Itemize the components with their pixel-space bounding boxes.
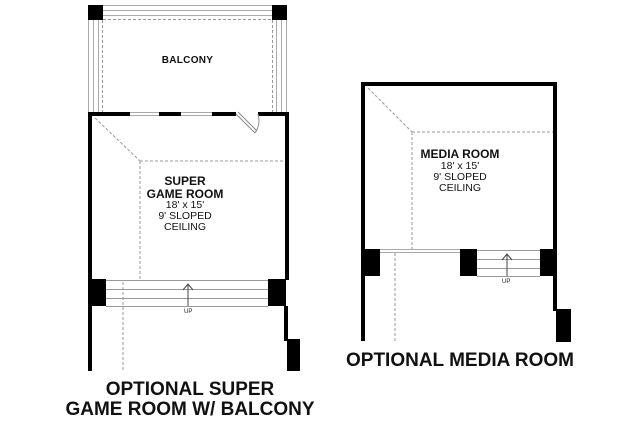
game-room-sloped-ceiling-lines xyxy=(94,117,285,280)
balcony-railing-left xyxy=(88,20,99,112)
lower-right-block xyxy=(287,339,300,371)
game-room-label: SUPER GAME ROOM 18' x 15' 9' SLOPED CEIL… xyxy=(130,175,240,233)
balcony-door xyxy=(235,111,260,134)
media-post-mid xyxy=(460,249,477,276)
game-room-dimensions: 18' x 15' xyxy=(165,199,205,212)
media-room-ceiling-line-2: CEILING xyxy=(438,181,481,194)
media-post-right xyxy=(540,249,557,276)
game-room-ceiling-line-1: 9' SLOPED xyxy=(158,210,212,223)
media-room-stair-up-label: UP xyxy=(502,279,511,285)
media-room-plan xyxy=(361,82,571,342)
stair-post-left xyxy=(88,279,106,306)
game-room-ceiling-line-2: CEILING xyxy=(163,221,206,234)
game-room-title-line-1: OPTIONAL SUPER xyxy=(105,379,275,400)
media-lower-right-block xyxy=(556,309,571,342)
media-room-plan-title: OPTIONAL MEDIA ROOM xyxy=(330,351,590,371)
media-room-walls xyxy=(361,82,557,250)
game-room-title-line-2: GAME ROOM W/ BALCONY xyxy=(65,399,315,420)
media-room-sloped-ceiling-lines xyxy=(367,87,553,250)
lower-left-wall xyxy=(88,306,92,371)
media-post-left xyxy=(361,249,380,276)
balcony-railing-top xyxy=(103,5,272,16)
media-stair-up-arrow-icon xyxy=(501,253,513,276)
media-lower-left-wall xyxy=(361,276,365,341)
stair-up-arrow-icon xyxy=(182,283,194,306)
media-room-dimensions: 18' x 15' xyxy=(440,159,480,172)
balcony-railing-right xyxy=(276,20,287,112)
media-room-label: MEDIA ROOM 18' x 15' 9' SLOPED CEILING xyxy=(400,148,520,194)
super-game-room-plan xyxy=(88,5,300,372)
media-room-name: MEDIA ROOM xyxy=(420,147,500,161)
balcony-post-left xyxy=(88,5,103,20)
stair-post-right xyxy=(268,279,286,306)
balcony-post-right xyxy=(272,5,287,20)
game-room-stair-up-label: UP xyxy=(184,309,193,315)
game-room-plan-title: OPTIONAL SUPER GAME ROOM W/ BALCONY xyxy=(40,380,340,420)
media-opening-header xyxy=(380,249,460,253)
balcony-label: BALCONY xyxy=(161,55,214,66)
game-room-walls xyxy=(88,112,289,280)
lower-right-wall xyxy=(284,306,288,341)
balcony-dashed-outline xyxy=(102,19,273,112)
game-room-name-line-1: SUPER xyxy=(164,174,206,188)
media-lower-right-wall xyxy=(553,276,557,311)
media-stair-treads xyxy=(477,250,540,277)
media-room-title-line-1: OPTIONAL MEDIA ROOM xyxy=(346,350,574,371)
game-room-windows xyxy=(130,112,212,116)
game-room-stair-treads xyxy=(106,280,268,307)
media-room-ceiling-line-1: 9' SLOPED xyxy=(433,170,487,183)
game-room-name-line-2: GAME ROOM xyxy=(146,186,224,201)
